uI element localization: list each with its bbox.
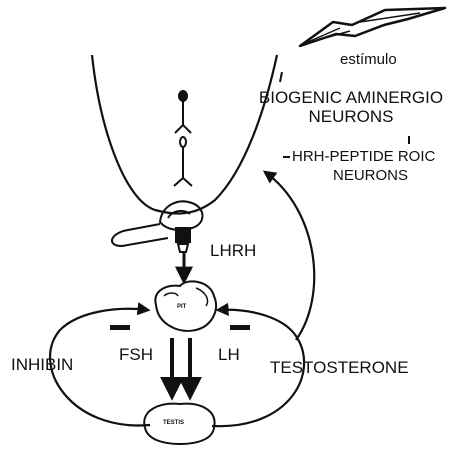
hypothalamus-outline	[92, 55, 277, 214]
testosterone-hypothalamus-feedback-arrow	[265, 172, 314, 340]
inhibin-label: INHIBIN	[11, 356, 73, 373]
testis-label: TESTIS	[163, 420, 184, 426]
lhrh-label: LHRH	[210, 242, 256, 259]
testosterone-inhibition-bar	[230, 325, 250, 330]
biogenic-neurons-line1: BIOGENIC AMINERGIO	[238, 89, 464, 106]
lhrh-neurons-line1: HRH-PEPTIDE ROIC	[292, 149, 435, 164]
inhibin-inhibition-bar	[110, 325, 130, 330]
lhrh-neurons-line2: NEURONS	[333, 168, 408, 183]
lh-label: LH	[218, 346, 240, 363]
fsh-label: FSH	[119, 346, 153, 363]
biogenic-neurons-label: BIOGENIC AMINERGIO NEURONS	[238, 89, 464, 125]
biogenic-neurons-line2: NEURONS	[238, 108, 464, 125]
neuron-chain-icon	[174, 91, 192, 186]
stimulus-lightning-icon	[300, 8, 445, 46]
testosterone-label: TESTOSTERONE	[270, 359, 409, 376]
stimulus-tick	[280, 72, 282, 82]
median-eminence-icon	[112, 201, 203, 252]
stimulus-label: estímulo	[340, 52, 397, 67]
pituitary-label: PIT	[177, 304, 186, 310]
